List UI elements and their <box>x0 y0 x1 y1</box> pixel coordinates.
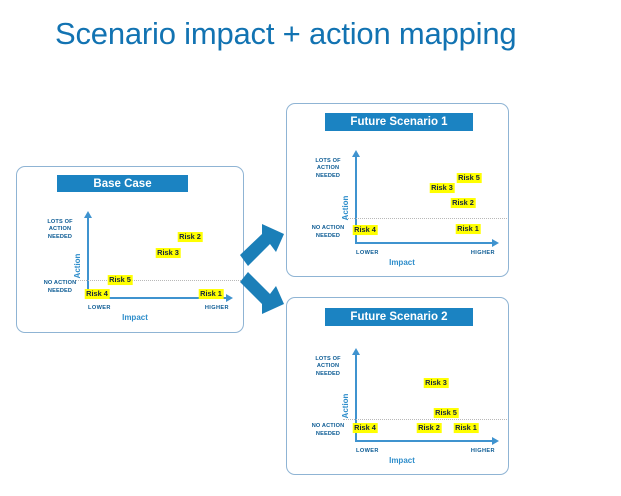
x-axis-future-scenario-2 <box>355 437 499 445</box>
x-axis-future-scenario-1 <box>355 239 499 247</box>
y-axis-top-caption: LOTS OF ACTION NEEDED <box>47 219 73 240</box>
y-axis-bottom-caption: NO ACTION NEEDED <box>43 280 77 294</box>
risk-marker[interactable]: Risk 5 <box>107 274 133 285</box>
risk-marker[interactable]: Risk 4 <box>352 224 378 235</box>
plot-future-scenario-2: LOTS OF ACTION NEEDED NO ACTION NEEDED A… <box>303 348 507 465</box>
threshold-line-future-scenario-2 <box>343 419 507 420</box>
risk-marker[interactable]: Risk 5 <box>433 407 459 418</box>
arrows-svg <box>240 224 284 314</box>
risk-marker[interactable]: Risk 5 <box>456 172 482 183</box>
y-axis-label: Action <box>340 393 350 419</box>
risk-marker[interactable]: Risk 2 <box>416 422 442 433</box>
risk-marker[interactable]: Risk 1 <box>198 288 224 299</box>
connector-arrows <box>240 222 296 328</box>
panel-base-case: Base Case LOTS OF ACTION NEEDED NO ACTIO… <box>16 166 244 333</box>
panel-base-case-banner: Base Case <box>57 175 188 192</box>
page-title: Scenario impact + action mapping <box>55 16 517 51</box>
x-axis-right-caption: HIGHER <box>470 448 495 454</box>
x-axis-label: Impact <box>389 456 415 465</box>
threshold-line-future-scenario-1 <box>343 218 507 219</box>
x-axis-left-caption: LOWER <box>356 448 379 454</box>
y-axis-label: Action <box>340 195 350 221</box>
y-axis-future-scenario-2 <box>352 348 359 442</box>
y-axis-future-scenario-1 <box>352 150 359 244</box>
x-axis-label: Impact <box>389 258 415 267</box>
x-axis-right-caption: HIGHER <box>204 305 229 311</box>
panel-future-scenario-2: Future Scenario 2 LOTS OF ACTION NEEDED … <box>286 297 509 475</box>
risk-marker[interactable]: Risk 3 <box>429 182 455 193</box>
panel-future-scenario-1-banner: Future Scenario 1 <box>325 113 473 131</box>
risk-marker[interactable]: Risk 3 <box>423 377 449 388</box>
y-axis-label: Action <box>72 253 82 279</box>
arrow-to-future-scenario-1-icon <box>240 224 284 266</box>
x-axis-base-case <box>87 294 233 302</box>
risk-marker[interactable]: Risk 2 <box>450 197 476 208</box>
x-axis-right-caption: HIGHER <box>470 250 495 256</box>
y-axis-base-case <box>84 211 91 299</box>
x-axis-left-caption: LOWER <box>356 250 379 256</box>
y-axis-top-caption: LOTS OF ACTION NEEDED <box>315 158 341 179</box>
y-axis-bottom-caption: NO ACTION NEEDED <box>311 225 345 239</box>
plot-future-scenario-1: LOTS OF ACTION NEEDED NO ACTION NEEDED A… <box>303 150 507 267</box>
risk-marker[interactable]: Risk 1 <box>455 223 481 234</box>
plot-base-case: LOTS OF ACTION NEEDED NO ACTION NEEDED A… <box>35 211 241 322</box>
risk-marker[interactable]: Risk 4 <box>352 422 378 433</box>
threshold-line-base-case <box>75 280 241 281</box>
risk-marker[interactable]: Risk 1 <box>453 422 479 433</box>
y-axis-top-caption: LOTS OF ACTION NEEDED <box>315 356 341 377</box>
risk-marker[interactable]: Risk 2 <box>177 231 203 242</box>
arrow-to-future-scenario-2-icon <box>240 272 284 314</box>
panel-future-scenario-1: Future Scenario 1 LOTS OF ACTION NEEDED … <box>286 103 509 277</box>
x-axis-left-caption: LOWER <box>88 305 111 311</box>
x-axis-label: Impact <box>122 313 148 322</box>
risk-marker[interactable]: Risk 3 <box>155 247 181 258</box>
y-axis-bottom-caption: NO ACTION NEEDED <box>311 423 345 437</box>
risk-marker[interactable]: Risk 4 <box>84 288 110 299</box>
panel-future-scenario-2-banner: Future Scenario 2 <box>325 308 473 326</box>
